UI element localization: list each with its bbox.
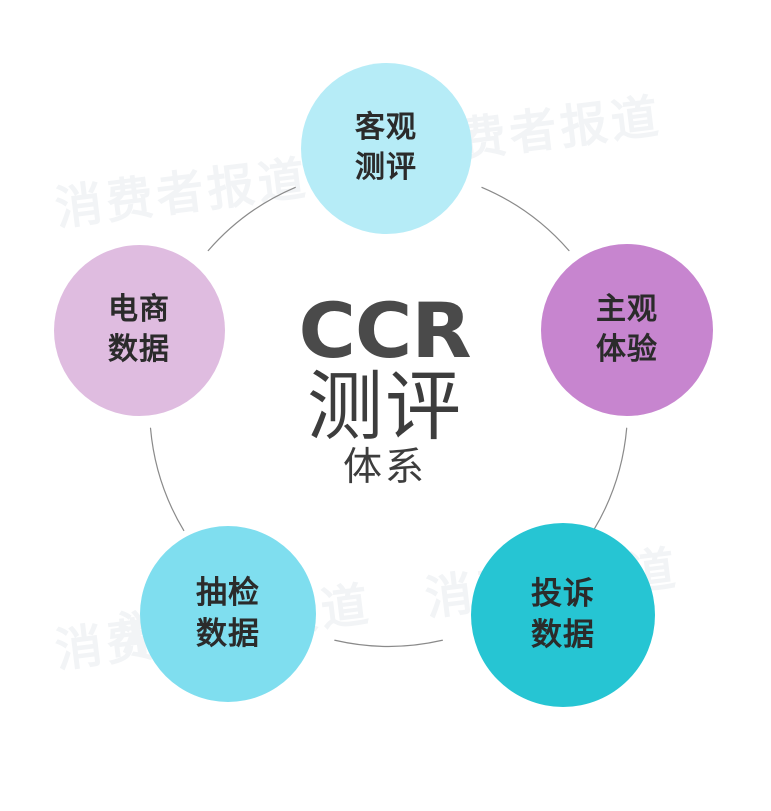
connector-arc: [149, 427, 185, 532]
node-label-line-2: 测评: [355, 150, 417, 185]
node-label: 投诉数据: [531, 574, 595, 656]
node-label-line-1: 抽检: [196, 575, 260, 612]
connector-arc: [481, 186, 570, 252]
node-complaint-data[interactable]: 投诉数据: [471, 523, 655, 707]
node-label-line-2: 数据: [196, 616, 260, 652]
node-label: 主观体验: [596, 290, 658, 369]
node-objective-evaluation[interactable]: 客观测评: [300, 62, 472, 234]
node-label-line-2: 数据: [108, 332, 170, 367]
node-label-line-1: 电商: [108, 292, 170, 328]
node-label-line-1: 投诉: [531, 576, 595, 613]
node-label-line-2: 体验: [596, 332, 658, 367]
node-label-line-1: 主观: [596, 292, 658, 328]
node-label-line-1: 客观: [355, 110, 417, 146]
node-label: 电商数据: [108, 290, 170, 369]
watermark-text: 消费者报道: [52, 151, 313, 237]
connector-arc: [207, 186, 296, 252]
connector-arc: [592, 427, 628, 532]
center-line-3: 体系: [342, 445, 427, 491]
node-label-line-2: 数据: [531, 617, 595, 653]
node-inspection-data[interactable]: 抽检数据: [140, 526, 316, 702]
center-line-2: 测评: [307, 361, 463, 451]
connector-arc: [334, 639, 443, 647]
center-lockup: CCR 测评 体系: [259, 286, 511, 491]
node-label: 抽检数据: [196, 573, 260, 655]
node-label: 客观测评: [355, 108, 417, 187]
node-subjective-experience[interactable]: 主观体验: [541, 244, 713, 416]
center-acronym: CCR: [298, 286, 472, 375]
node-ecommerce-data[interactable]: 电商数据: [53, 244, 225, 416]
